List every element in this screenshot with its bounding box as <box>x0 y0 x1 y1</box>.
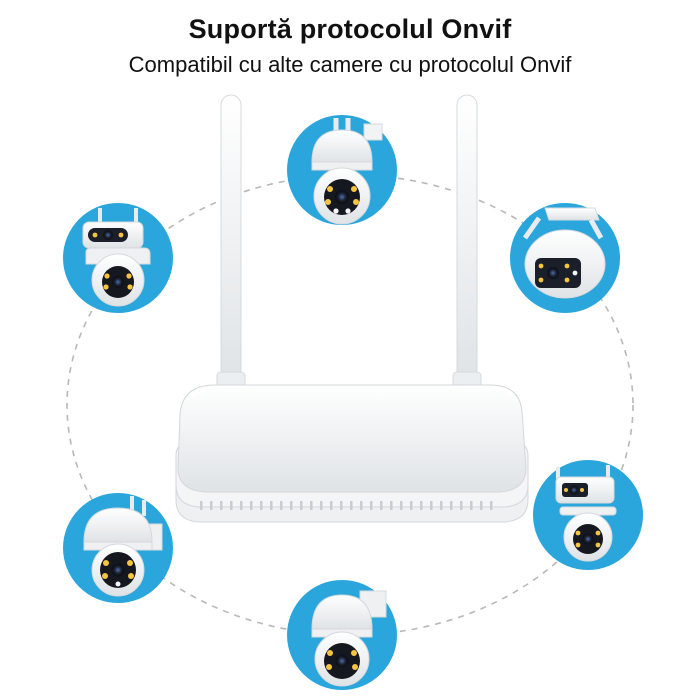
antenna-left-icon <box>216 94 246 395</box>
camera-top-icon <box>287 115 397 225</box>
nvr-device-icon <box>175 94 529 523</box>
page-title: Suportă protocolul Onvif <box>188 14 512 44</box>
camera-left-lower-icon <box>63 493 173 603</box>
camera-right-upper-icon <box>510 203 620 313</box>
vent-slots <box>200 501 493 510</box>
antenna-right-icon <box>452 94 482 395</box>
camera-right-lower-icon <box>533 460 643 570</box>
connection-ring <box>66 174 634 636</box>
camera-left-upper-icon <box>63 203 173 313</box>
page-subtitle: Compatibil cu alte camere cu protocolul … <box>128 52 572 77</box>
camera-bottom-icon <box>287 580 397 690</box>
